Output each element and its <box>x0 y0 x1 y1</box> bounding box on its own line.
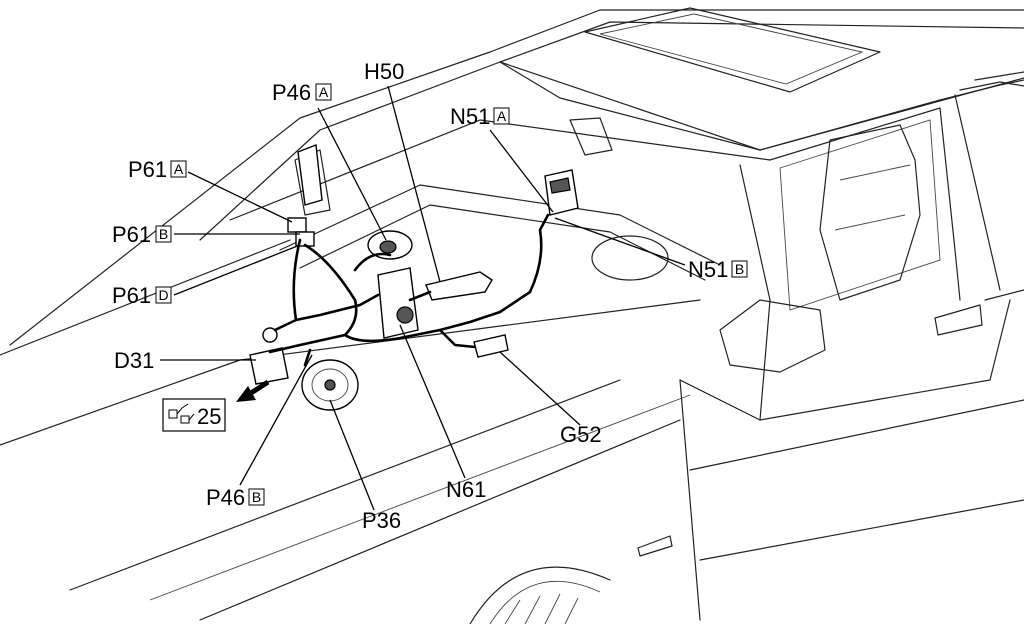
callout-p46-b-variant: B <box>252 489 261 505</box>
callout-n51-b-label: N51 <box>688 257 728 282</box>
callout-p61-b-variant: B <box>159 226 168 242</box>
arrow-left-down-icon <box>236 379 270 402</box>
connector-icon <box>168 403 195 424</box>
callout-n51-b: N51 B <box>688 257 748 282</box>
connector-reference-box: 25 <box>162 398 226 432</box>
steering-wheel <box>591 235 669 281</box>
callout-n51-a: N51 A <box>450 104 510 129</box>
side-mirror <box>719 299 826 373</box>
callout-p61-d: P61 D <box>112 283 172 308</box>
callout-h50-label: H50 <box>364 59 404 84</box>
rear-view-mirror <box>569 117 613 156</box>
callout-p61-b-label: P61 <box>112 222 151 247</box>
callout-p61-b: P61 B <box>112 222 172 247</box>
callout-n51-b-variant: B <box>735 261 744 277</box>
callout-p61-d-variant: D <box>158 287 168 303</box>
callout-p46-b-label: P46 <box>206 485 245 510</box>
seat <box>819 124 921 301</box>
h50-component <box>425 271 493 301</box>
leader-lines <box>160 85 686 511</box>
callout-p61-d-label: P61 <box>112 283 151 308</box>
wiring-harness <box>268 213 550 367</box>
wheel-arch <box>469 566 611 624</box>
callout-p36: P36 <box>362 508 401 533</box>
callout-p46-a-label: P46 <box>272 80 311 105</box>
car-body <box>0 7 1024 624</box>
door-handle <box>934 304 983 336</box>
callout-p46-b: P46 B <box>206 485 265 510</box>
callout-d31: D31 <box>114 348 154 373</box>
callout-p36-label: P36 <box>362 508 401 533</box>
sunroof <box>584 7 881 93</box>
callout-p46-a: P46 A <box>272 80 332 105</box>
callout-p61-a: P61 A <box>128 157 187 182</box>
callout-d31-label: D31 <box>114 348 154 373</box>
callout-p61-a-variant: A <box>174 161 184 177</box>
n61-actuator <box>377 267 419 339</box>
p61-a-connector <box>287 217 307 233</box>
callout-g52: G52 <box>560 422 602 447</box>
callout-g52-label: G52 <box>560 422 602 447</box>
callout-p61-a-label: P61 <box>128 157 167 182</box>
d31-connector <box>249 347 289 385</box>
callout-n61: N61 <box>446 477 486 502</box>
callout-n51-a-label: N51 <box>450 104 490 129</box>
reference-page-number: 25 <box>197 404 221 429</box>
components <box>249 144 579 411</box>
callout-h50: H50 <box>364 59 404 84</box>
callout-p46-a-variant: A <box>319 84 329 100</box>
callout-n61-label: N61 <box>446 477 486 502</box>
callout-n51-a-variant: A <box>497 108 507 124</box>
g52-connector <box>473 334 509 358</box>
